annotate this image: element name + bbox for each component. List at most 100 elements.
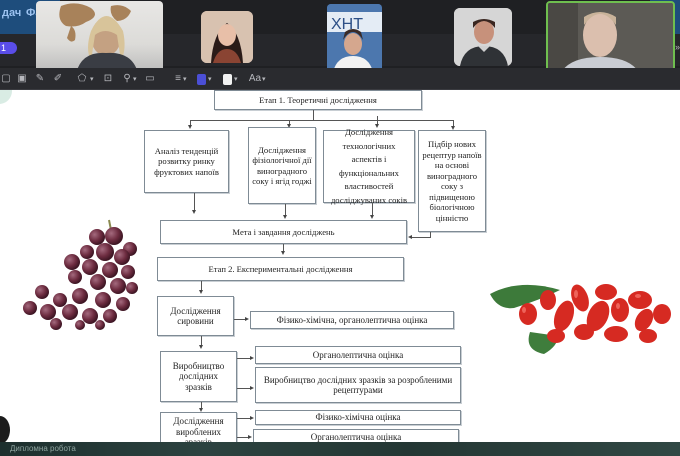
- raw-material-box: Дослідження сировини: [157, 296, 234, 336]
- box-text-line: біологічною: [429, 202, 475, 212]
- box-text-line: сировини: [177, 316, 214, 326]
- arrow-down-icon: [375, 124, 379, 128]
- arrow-down-icon: [281, 251, 285, 255]
- box-text-line: рецептурами: [333, 385, 383, 395]
- box-text-line: Виробництво дослідних зразків за розробл…: [263, 374, 453, 385]
- menu-item-review[interactable]: дач: [2, 7, 22, 19]
- box-text-line: розвитку ринку: [158, 156, 215, 167]
- connector-line: [285, 204, 286, 216]
- study-samples-box: Дослідження вироблених зразків: [160, 412, 237, 442]
- theory-box-technology: Дослідження технологічних аспектів і фун…: [323, 127, 415, 205]
- box-text-line: вироблених: [175, 426, 222, 437]
- box-text-line: дослідних: [178, 371, 218, 382]
- connector-line: [430, 232, 431, 238]
- raw-evaluation-box: Фізико-хімічна, органолептична оцінка: [250, 311, 454, 329]
- box-text-line: Дослідження: [170, 305, 221, 316]
- stage2-box: Етап 2. Експериментальні дослідження: [157, 257, 404, 281]
- participant-2-avatar: [201, 11, 253, 63]
- fill-icon[interactable]: ▣: [17, 73, 27, 84]
- physchem-label: Фізико-хімічна оцінка: [315, 412, 401, 423]
- arrow-down-icon: [199, 408, 203, 412]
- share-button[interactable]: 1: [0, 42, 17, 54]
- connector-line: [313, 110, 314, 120]
- shapes-icon[interactable]: ⬠: [77, 73, 87, 84]
- grapes-image: [23, 219, 138, 330]
- participant-video-1[interactable]: [36, 1, 163, 73]
- arrow-right-icon: [250, 416, 254, 420]
- person-icon[interactable]: ⚲: [123, 73, 131, 84]
- textbox-icon[interactable]: ⊡: [103, 73, 113, 84]
- participant-video-4[interactable]: [454, 8, 512, 66]
- connector-line: [234, 319, 246, 320]
- align-dropdown-icon[interactable]: ▾: [183, 76, 187, 83]
- arrow-down-icon: [370, 215, 374, 219]
- theory-box-market-analysis: Аналіз тенденцій розвитку ринку фруктови…: [144, 130, 229, 193]
- production-box: Виробництво дослідних зразків: [160, 351, 237, 402]
- arrow-down-icon: [188, 125, 192, 129]
- connector-line: [201, 336, 202, 346]
- connector-line: [237, 437, 249, 438]
- stage1-box: Етап 1. Теоретичні дослідження: [214, 90, 422, 110]
- box-text-line: фізіологічної дії: [252, 155, 312, 165]
- color-swatch-icon[interactable]: [197, 74, 206, 85]
- organoleptic-box-2: Органолептична оцінка: [253, 429, 459, 442]
- participant-video-5-active-speaker[interactable]: [546, 1, 675, 73]
- next-participants-chevron-icon[interactable]: »: [675, 42, 680, 52]
- arrow-down-icon: [199, 345, 203, 349]
- stage2-label: Етап 2. Експериментальні дослідження: [208, 263, 353, 274]
- box-text-line: Дослідження: [173, 416, 224, 427]
- connector-line: [283, 244, 284, 252]
- box-text-line: Дослідження: [344, 127, 394, 137]
- participant-video-2[interactable]: [201, 11, 253, 63]
- box-text-line: зразків: [173, 437, 223, 442]
- pen-icon[interactable]: ✎: [35, 73, 45, 84]
- connector-line: [201, 402, 202, 410]
- fill-swatch-icon[interactable]: [223, 74, 232, 85]
- box-text-line: досліджуваних соків: [330, 194, 408, 205]
- bottom-status-strip: [0, 442, 680, 456]
- box-text-line: фруктових напоїв: [154, 166, 219, 177]
- box-text-line: виноградного: [256, 165, 308, 176]
- organoleptic-label: Органолептична оцінка: [310, 432, 402, 442]
- person-dropdown-icon[interactable]: ▾: [133, 76, 137, 83]
- physchem-box: Фізико-хімічна оцінка: [255, 410, 461, 425]
- presentation-slide: Етап 1. Теоретичні дослідження Аналіз те…: [0, 90, 680, 442]
- box-text-line: цінністю: [435, 212, 469, 223]
- connector-line: [201, 281, 202, 291]
- box-text-line: Аналіз тенденцій: [154, 145, 219, 156]
- box-text-line: властивостей: [344, 181, 394, 191]
- font-size-icon[interactable]: Aa: [248, 73, 262, 84]
- pen-settings-icon[interactable]: ✐: [53, 73, 63, 84]
- arrow-down-icon: [451, 126, 455, 130]
- font-dropdown-icon[interactable]: ▾: [262, 76, 266, 83]
- frame-icon[interactable]: ▭: [145, 73, 155, 84]
- organoleptic-label: Органолептична оцінка: [312, 349, 404, 360]
- box-text-line: рецептур напоїв: [422, 149, 482, 160]
- arrow-right-icon: [250, 386, 254, 390]
- rectangle-icon[interactable]: ▢: [1, 73, 11, 84]
- connector-line: [190, 120, 191, 126]
- arrow-down-icon: [287, 124, 291, 128]
- participant-video-3[interactable]: ХНТ: [327, 4, 382, 72]
- align-icon[interactable]: ≡: [175, 73, 181, 84]
- box-text-line: Підбір нових: [427, 139, 477, 149]
- connector-line: [237, 418, 251, 419]
- arrow-right-icon: [248, 435, 252, 439]
- goal-box: Мета і завдання досліджень: [160, 220, 407, 244]
- participant-4-avatar: [454, 8, 512, 66]
- goji-berries-image: [490, 284, 671, 354]
- arrow-down-icon: [192, 210, 196, 214]
- organoleptic-box-1: Органолептична оцінка: [255, 346, 461, 364]
- raw-evaluation-label: Фізико-хімічна, органолептична оцінка: [276, 314, 428, 325]
- presenter-cursor-indicator: [0, 416, 10, 444]
- shapes-dropdown-icon[interactable]: ▾: [90, 76, 94, 83]
- arrow-down-icon: [283, 215, 287, 219]
- theory-box-new-recipes: Підбір нових рецептур напоїв на основі в…: [418, 130, 486, 232]
- connector-line: [289, 120, 290, 125]
- stage1-label: Етап 1. Теоретичні дослідження: [259, 94, 377, 105]
- theory-box-physiology: Дослідження фізіологічної дії виноградно…: [248, 127, 316, 204]
- color-dropdown-icon[interactable]: ▾: [208, 76, 212, 83]
- drawing-toolbar: [0, 68, 680, 90]
- fill-dropdown-icon[interactable]: ▾: [234, 76, 238, 83]
